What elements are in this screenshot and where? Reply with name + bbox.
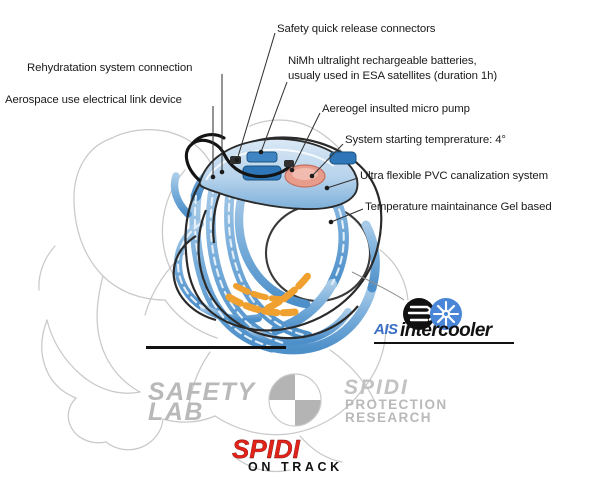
callout-safety-quick-release-connectors: Safety quick release connectors [277, 23, 436, 35]
ais-intercooler-logo: AIS intercooler [374, 296, 514, 346]
chest-aperture [264, 203, 372, 303]
leader-pvc-canalization [326, 177, 359, 189]
spr-line2: RESEARCH [345, 410, 432, 425]
quadrant-circle-icon [268, 373, 322, 427]
leader-gel [330, 208, 364, 223]
leader-nimh-batteries [260, 81, 288, 153]
temperature-gel-segments [225, 269, 314, 317]
on-track-brand: SPIDI [232, 434, 300, 464]
leader-safety-quick-release [236, 32, 276, 161]
ais-word-text: intercooler [400, 320, 492, 341]
callout-rehydratation-system-connection: Rehydratation system connection [27, 62, 193, 74]
callout-temperature-maintainance-gel: Temperature maintainance Gel based [365, 201, 552, 213]
safety-lab-line2: LAB [148, 398, 204, 426]
rehydratation-tube [184, 133, 292, 182]
leader-aereogel-pump [291, 112, 321, 171]
on-track-tagline: ON TRACK [248, 460, 343, 474]
callout-system-starting-temperature: System starting temprerature: 4° [345, 134, 506, 146]
callout-nimh-line1: NiMh ultralight rechargeable batteries, [288, 55, 477, 67]
spr-line1: PROTECTION [345, 397, 448, 412]
snowflake-icon [430, 298, 462, 330]
divider-rule [146, 346, 286, 349]
callout-ultra-flexible-pvc: Ultra flexible PVC canalization system [360, 170, 549, 182]
callout-leader-lines [212, 32, 364, 223]
ais-prefix-text: AIS [374, 321, 398, 338]
spr-brand: SPIDI [344, 376, 409, 399]
leader-system-temperature [311, 143, 344, 177]
callout-nimh-batteries: NiMh ultralight rechargeable batteries, u… [288, 54, 497, 83]
ais-underline [374, 342, 514, 344]
callout-aereogel-micro-pump: Aereogel insulted micro pump [322, 103, 470, 115]
callout-nimh-line2: usualy used in ESA satellites (duration … [288, 69, 498, 82]
airflow-circle-icon [403, 298, 435, 330]
safety-lab-line1: SAFETY [148, 378, 256, 406]
callout-aerospace-electrical-link: Aerospace use electrical link device [5, 94, 182, 106]
safety-lab-logo: SAFETY LAB [148, 378, 288, 426]
ais-leader [351, 271, 405, 301]
callout-anchor-dots [210, 149, 334, 225]
